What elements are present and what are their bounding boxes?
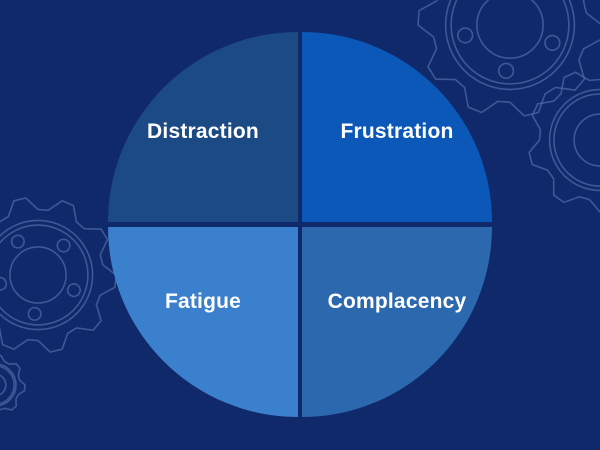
quadrant-label: Fatigue (164, 290, 242, 313)
gear-icon (0, 197, 117, 353)
quadrant-label: Distraction (147, 120, 259, 143)
quadrant-label: Frustration (340, 120, 454, 143)
gear-icon (417, 0, 600, 117)
gear-icon (528, 71, 600, 213)
quadrant-label: Complacency (327, 290, 467, 313)
gear-icon (0, 354, 26, 411)
